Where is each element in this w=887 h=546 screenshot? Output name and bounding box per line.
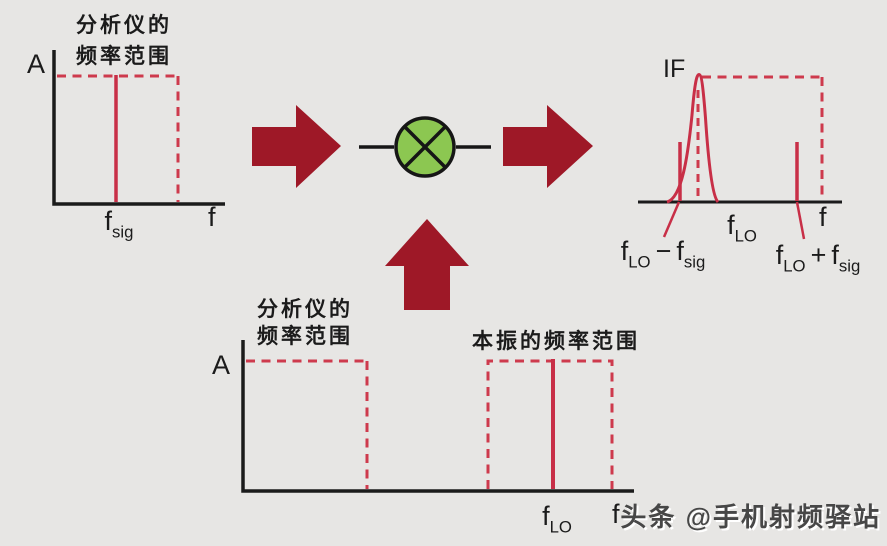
lo-frequency-axis-label: f [612, 499, 620, 529]
flow-arrow-right-icon [503, 105, 593, 188]
input-amplitude-axis-label: A [27, 49, 46, 79]
lo-chart-analyzer-title-line2: 频率范围 [257, 325, 353, 348]
lo-amplitude-axis-label: A [212, 350, 231, 380]
mixer-icon [359, 116, 491, 178]
input-chart-title-line2: 频率范围 [76, 45, 172, 68]
lower-sideband-line [662, 142, 682, 238]
if-flo-label: fLO [727, 210, 757, 246]
lo-chart-axes [241, 340, 634, 493]
input-range-dashed-box [57, 74, 180, 202]
input-frequency-axis-label: f [208, 202, 216, 232]
if-frequency-axis-label: f [819, 202, 827, 232]
watermark: 头条 @手机射频驿站 [620, 502, 881, 532]
analyzer-range-dashed-box [246, 359, 369, 489]
lo-feed-arrow-up-icon [385, 219, 469, 310]
lo-chart-analyzer-title-line1: 分析仪的 [257, 298, 353, 321]
if-filter-curve [666, 72, 720, 204]
input-chart-axes [52, 50, 225, 206]
input-fsig-label: fsig [104, 206, 134, 242]
lo-flo-label: fLO [542, 501, 572, 537]
lo-range-dashed-box [486, 359, 614, 489]
input-chart-title-line1: 分析仪的 [76, 14, 172, 37]
lo-range-title: 本振的频率范围 [472, 330, 640, 353]
upper-sideband-line [795, 142, 806, 240]
flow-arrow-left-icon [252, 105, 341, 188]
lower-sideband-label: fLO−fsig [620, 236, 706, 272]
if-label: IF [663, 55, 686, 83]
upper-sideband-label: fLO+fsig [775, 240, 861, 276]
if-response-dashed-box [696, 75, 824, 200]
